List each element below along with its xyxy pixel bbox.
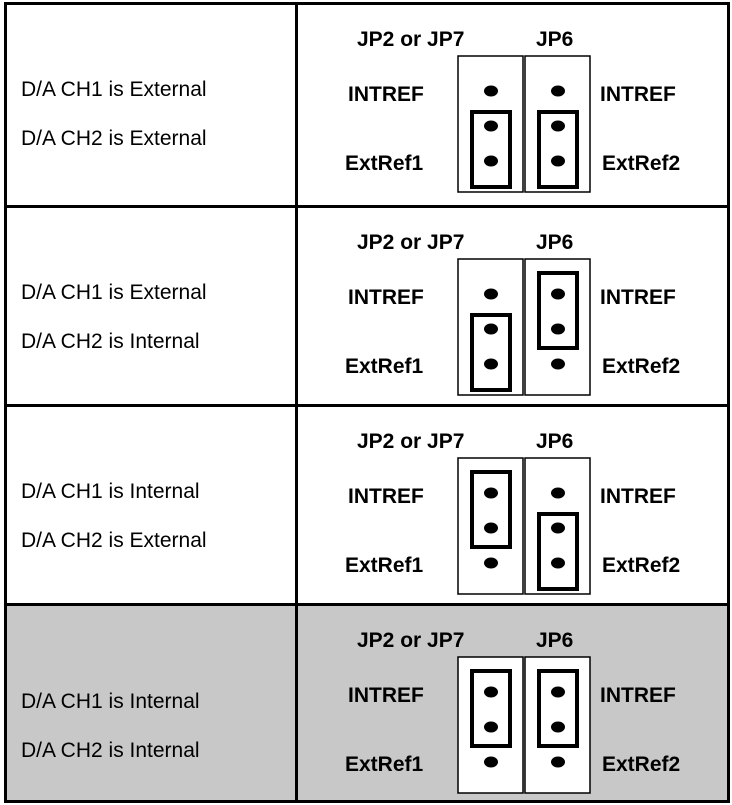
jumper-diagram [457, 656, 591, 794]
jp2-pin-2 [484, 120, 498, 132]
intref-label-left: INTREF [348, 485, 424, 508]
jp6-label: JP6 [536, 28, 574, 51]
jp2-jp7-label: JP2 or JP7 [357, 430, 465, 453]
intref-label-left: INTREF [348, 83, 424, 106]
intref-label-right: INTREF [600, 684, 676, 707]
jp2-jp7-label: JP2 or JP7 [357, 28, 465, 51]
jp2-pin-2 [484, 323, 498, 335]
extref1-label: ExtRef1 [345, 355, 424, 378]
jp2-pin-1 [484, 686, 498, 698]
extref2-label: ExtRef2 [602, 152, 681, 175]
jp2-jumper-cap [470, 669, 512, 748]
jp6-pin-3 [551, 155, 565, 167]
jp6-pin-2 [551, 323, 565, 335]
jp6-jumper-cap [537, 271, 579, 350]
ch1-mode-text: D/A CH1 is Internal [21, 690, 200, 713]
jp2-pin-3 [484, 155, 498, 167]
jp2-pin-3 [484, 756, 498, 768]
jp6-label: JP6 [536, 231, 574, 254]
jp2-pin-2 [484, 522, 498, 534]
jp6-jumper-cap [537, 512, 579, 591]
jp6-pin-3 [551, 756, 565, 768]
column-divider [295, 606, 298, 800]
jp2-jp7-label: JP2 or JP7 [357, 629, 465, 652]
extref1-label: ExtRef1 [345, 554, 424, 577]
ch1-mode-text: D/A CH1 is External [21, 78, 207, 101]
jp6-jumper-cap [537, 110, 579, 189]
ch2-mode-text: D/A CH2 is External [21, 529, 207, 552]
column-divider [295, 5, 298, 205]
jp6-pin-1 [551, 85, 565, 97]
ch2-mode-text: D/A CH2 is External [21, 127, 207, 150]
intref-label-right: INTREF [600, 286, 676, 309]
intref-label-right: INTREF [600, 83, 676, 106]
jp6-pin-1 [551, 686, 565, 698]
column-divider [295, 407, 298, 603]
jp6-label: JP6 [536, 629, 574, 652]
jp2-pin-1 [484, 487, 498, 499]
jp2-pin-3 [484, 358, 498, 370]
extref1-label: ExtRef1 [345, 152, 424, 175]
jp2-pin-3 [484, 557, 498, 569]
extref2-label: ExtRef2 [602, 554, 681, 577]
jumper-settings-table: D/A CH1 is External D/A CH2 is External … [4, 2, 730, 803]
ch1-mode-text: D/A CH1 is Internal [21, 480, 200, 503]
extref2-label: ExtRef2 [602, 753, 681, 776]
ch2-mode-text: D/A CH2 is Internal [21, 330, 200, 353]
jp2-pin-2 [484, 721, 498, 733]
jp2-pin-1 [484, 288, 498, 300]
jp6-pin-1 [551, 487, 565, 499]
jp2-jumper-cap [470, 470, 512, 549]
intref-label-left: INTREF [348, 286, 424, 309]
jp2-pin-1 [484, 85, 498, 97]
jp6-pin-3 [551, 557, 565, 569]
jp6-pin-1 [551, 288, 565, 300]
intref-label-right: INTREF [600, 485, 676, 508]
config-row-3: D/A CH1 is Internal D/A CH2 is External … [7, 407, 727, 606]
jp6-pin-2 [551, 522, 565, 534]
jumper-diagram [457, 457, 591, 595]
jp6-pin-2 [551, 120, 565, 132]
extref1-label: ExtRef1 [345, 753, 424, 776]
extref2-label: ExtRef2 [602, 355, 681, 378]
config-row-2: D/A CH1 is External D/A CH2 is Internal … [7, 208, 727, 407]
jp6-label: JP6 [536, 430, 574, 453]
jumper-diagram [457, 55, 591, 193]
jp6-pin-2 [551, 721, 565, 733]
config-row-1: D/A CH1 is External D/A CH2 is External … [7, 5, 727, 208]
config-row-4: D/A CH1 is Internal D/A CH2 is Internal … [7, 606, 727, 800]
jp6-pin-3 [551, 358, 565, 370]
jp6-jumper-cap [537, 669, 579, 748]
intref-label-left: INTREF [348, 684, 424, 707]
column-divider [295, 208, 298, 404]
jumper-diagram [457, 258, 591, 396]
jp2-jumper-cap [470, 313, 512, 392]
jp2-jp7-label: JP2 or JP7 [357, 231, 465, 254]
jp2-jumper-cap [470, 110, 512, 189]
ch2-mode-text: D/A CH2 is Internal [21, 739, 200, 762]
ch1-mode-text: D/A CH1 is External [21, 281, 207, 304]
